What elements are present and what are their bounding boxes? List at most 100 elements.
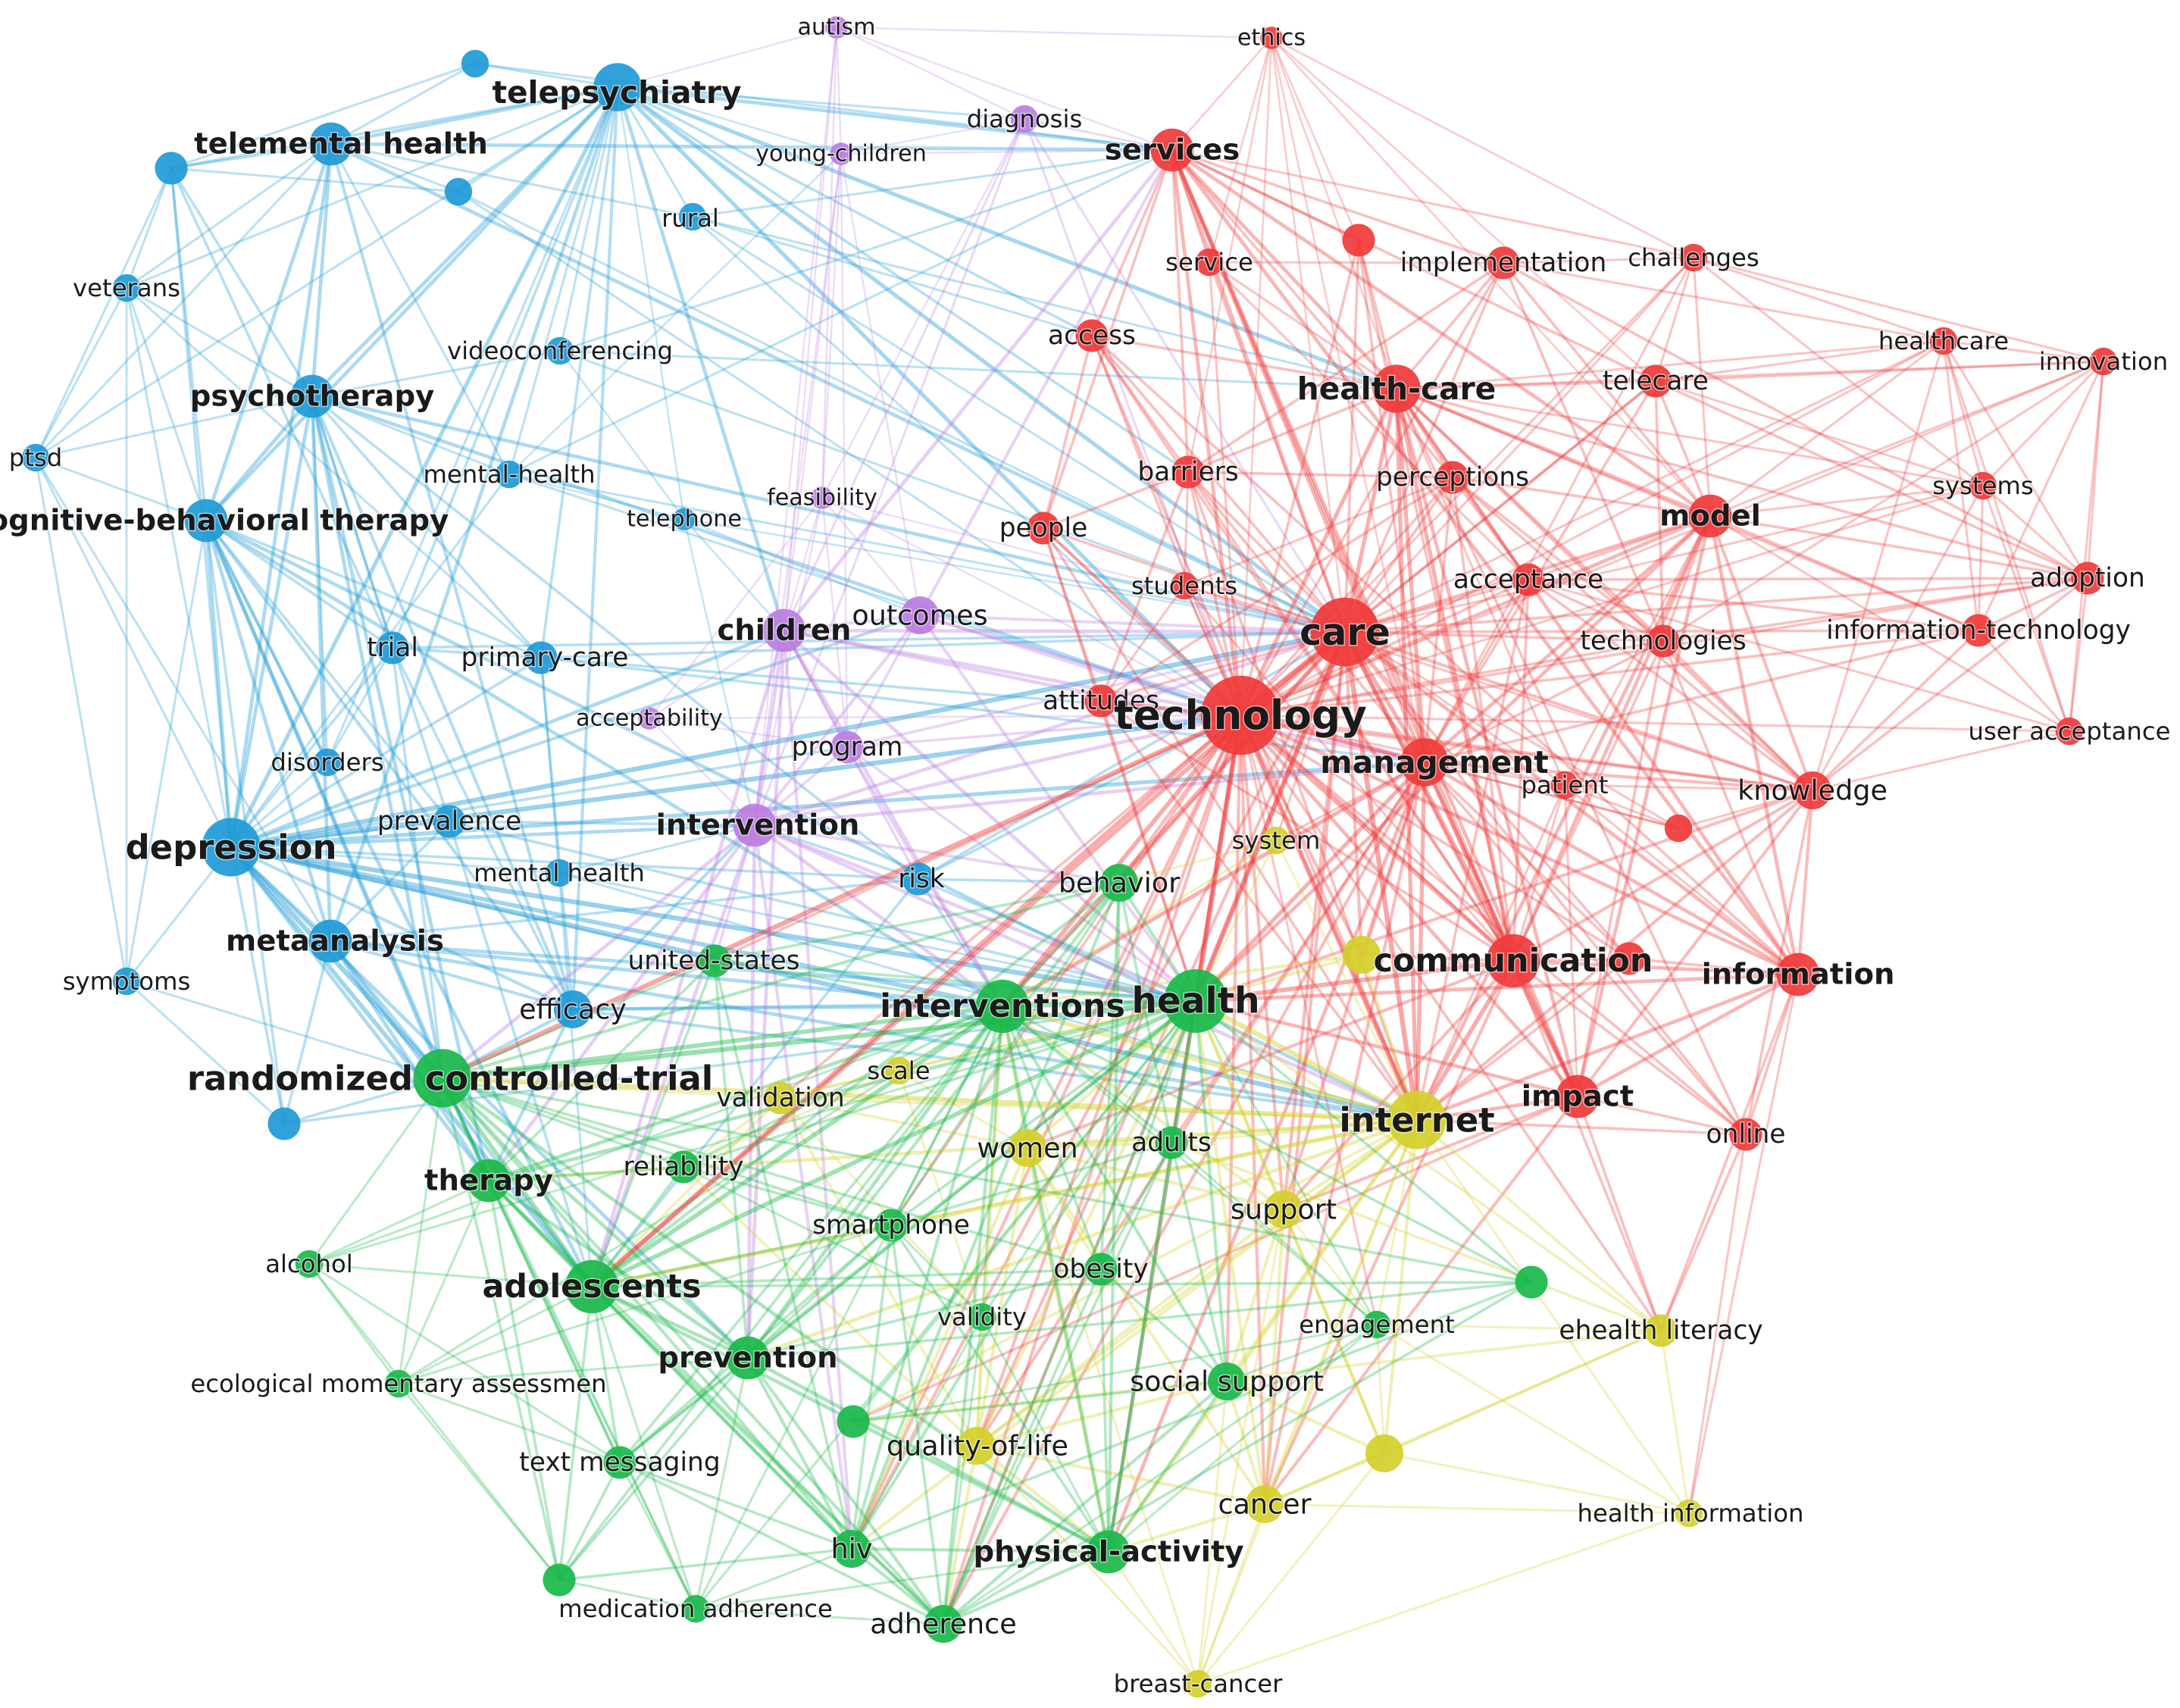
node-blue-d[interactable] <box>267 1107 301 1140</box>
node-disorders[interactable] <box>313 748 342 777</box>
node-information-technology[interactable] <box>1962 614 1995 647</box>
node-healthcare[interactable] <box>1929 327 1958 355</box>
node-children[interactable] <box>762 608 806 652</box>
node-ethics[interactable] <box>1260 27 1283 49</box>
node-scale[interactable] <box>884 1056 913 1085</box>
node-health[interactable] <box>1164 969 1228 1033</box>
node-alcohol[interactable] <box>295 1250 324 1278</box>
node-internet[interactable] <box>1387 1090 1447 1150</box>
node-support[interactable] <box>1265 1190 1303 1228</box>
node-outcomes[interactable] <box>901 596 939 634</box>
node-smartphone[interactable] <box>874 1209 908 1242</box>
node-psychotherapy[interactable] <box>290 374 334 418</box>
node-medication-adherence[interactable] <box>681 1594 710 1623</box>
node-access[interactable] <box>1075 319 1109 352</box>
node-systems[interactable] <box>1969 471 1997 500</box>
node-quality-of-life[interactable] <box>958 1427 996 1465</box>
node-primary-care[interactable] <box>524 641 558 674</box>
node-hiv[interactable] <box>833 1530 871 1568</box>
node-obesity[interactable] <box>1084 1253 1118 1286</box>
node-reliability[interactable] <box>667 1150 700 1184</box>
node-behavior[interactable] <box>1100 864 1138 902</box>
node-ehealth-literacy[interactable] <box>1644 1314 1678 1347</box>
node-telephone[interactable] <box>673 508 696 530</box>
node-impact[interactable] <box>1556 1075 1600 1118</box>
node-ptsd[interactable] <box>21 443 50 472</box>
node-green-b[interactable] <box>837 1405 870 1438</box>
node-people[interactable] <box>1027 511 1060 545</box>
node-communication[interactable] <box>1486 934 1540 988</box>
node-autism[interactable] <box>825 16 848 39</box>
node-patient[interactable] <box>1550 771 1579 799</box>
node-prevention[interactable] <box>726 1336 770 1380</box>
node-adults[interactable] <box>1155 1126 1188 1159</box>
node-young-children[interactable] <box>830 142 852 165</box>
node-yellow-a[interactable] <box>1343 936 1381 974</box>
node-students[interactable] <box>1170 571 1199 600</box>
node-symptoms[interactable] <box>112 967 141 996</box>
node-validity[interactable] <box>968 1303 996 1331</box>
node-women[interactable] <box>1009 1129 1046 1167</box>
node-physical-activity[interactable] <box>1087 1530 1131 1574</box>
node-risk[interactable] <box>902 862 935 896</box>
node-technologies[interactable] <box>1647 624 1680 658</box>
node-green-c[interactable] <box>543 1563 576 1597</box>
node-health-care[interactable] <box>1372 364 1421 413</box>
node-yellow-b[interactable] <box>1365 1434 1403 1472</box>
node-mental-health-2[interactable] <box>545 859 574 887</box>
node-blue-c[interactable] <box>444 177 473 206</box>
node-red-b[interactable] <box>1664 814 1693 843</box>
node-prevalence[interactable] <box>433 805 466 838</box>
node-adolescents[interactable] <box>565 1259 619 1314</box>
node-cognitive-behavioral-therapy[interactable] <box>184 499 228 543</box>
node-adherence[interactable] <box>924 1605 962 1643</box>
node-implementation[interactable] <box>1487 246 1520 280</box>
node-blue-a[interactable] <box>461 49 489 78</box>
node-efficacy[interactable] <box>554 990 592 1028</box>
node-videoconferencing[interactable] <box>546 336 574 365</box>
node-green-a[interactable] <box>1515 1265 1548 1299</box>
node-barriers[interactable] <box>1171 455 1205 489</box>
node-information[interactable] <box>1776 953 1820 996</box>
node-telepsychiatry[interactable] <box>593 63 642 111</box>
node-social-support[interactable] <box>1208 1362 1246 1400</box>
node-perceptions[interactable] <box>1436 461 1469 494</box>
node-online[interactable] <box>1729 1118 1762 1151</box>
node-diagnosis[interactable] <box>1010 105 1039 133</box>
node-management[interactable] <box>1400 738 1449 787</box>
node-program[interactable] <box>830 730 864 764</box>
node-attitudes[interactable] <box>1084 684 1118 718</box>
node-veterans[interactable] <box>112 274 141 302</box>
node-validation[interactable] <box>764 1081 797 1115</box>
node-randomized-controlled-trial[interactable] <box>413 1049 472 1108</box>
node-innovation[interactable] <box>2089 347 2118 376</box>
node-adoption[interactable] <box>2071 562 2104 595</box>
node-knowledge[interactable] <box>1794 771 1831 809</box>
node-red-a[interactable] <box>1342 224 1375 257</box>
node-engagement[interactable] <box>1362 1310 1391 1339</box>
node-text-messaging[interactable] <box>603 1446 636 1479</box>
node-challenges[interactable] <box>1679 243 1708 272</box>
node-metaanalysis[interactable] <box>308 919 352 963</box>
node-service[interactable] <box>1195 248 1224 277</box>
node-health-information[interactable] <box>1675 1499 1703 1528</box>
node-rural[interactable] <box>678 202 707 231</box>
node-blue-b[interactable] <box>155 152 188 185</box>
node-system[interactable] <box>1262 826 1290 855</box>
node-united-states[interactable] <box>698 944 731 978</box>
node-red-c[interactable] <box>1612 942 1646 975</box>
node-telecare[interactable] <box>1639 364 1672 398</box>
node-user-acceptance[interactable] <box>2055 717 2084 746</box>
node-care[interactable] <box>1310 597 1380 667</box>
node-telemental-health[interactable] <box>309 122 353 166</box>
node-ecological-momentary-assessment[interactable] <box>384 1369 413 1398</box>
node-mental-health[interactable] <box>495 460 524 489</box>
node-depression[interactable] <box>202 818 261 877</box>
node-interventions[interactable] <box>975 979 1030 1034</box>
node-model[interactable] <box>1688 494 1732 538</box>
node-cancer[interactable] <box>1246 1485 1284 1523</box>
node-technology[interactable] <box>1200 675 1281 755</box>
node-therapy[interactable] <box>467 1159 511 1203</box>
node-acceptance[interactable] <box>1512 563 1545 596</box>
node-acceptability[interactable] <box>638 707 661 730</box>
